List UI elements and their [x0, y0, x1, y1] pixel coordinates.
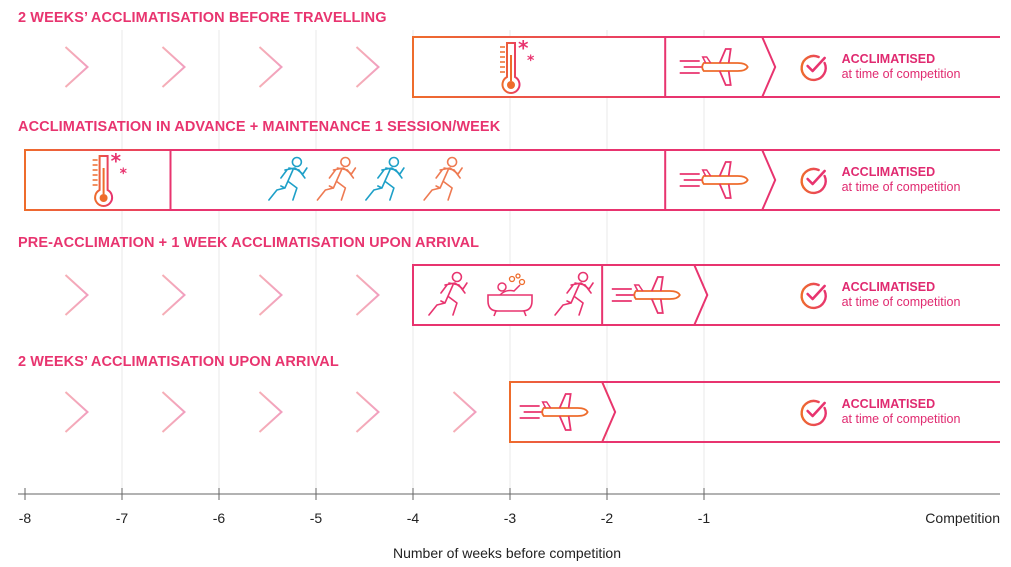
idle-week-chevron — [64, 274, 89, 316]
scenario-title: ACCLIMATISATION IN ADVANCE + MAINTENANCE… — [18, 119, 501, 135]
result-subtitle: at time of competition — [842, 67, 961, 81]
result-title: ACCLIMATISED — [842, 52, 936, 66]
bath-icon — [487, 273, 533, 317]
svg-text:*: * — [111, 149, 122, 173]
runner-icon — [365, 156, 405, 201]
phase-block — [509, 381, 617, 443]
result-band — [602, 381, 1000, 443]
scenario-row: 2 WEEKS’ ACCLIMATISATION BEFORE TRAVELLI… — [18, 10, 1000, 98]
airplane-icon — [679, 48, 749, 86]
idle-week-chevron — [258, 46, 283, 88]
tick-label: -4 — [407, 510, 420, 526]
runner-icon — [268, 156, 308, 201]
idle-week-chevron — [355, 46, 380, 88]
phase-block — [664, 36, 777, 98]
tick-label: -3 — [504, 510, 517, 526]
tick-label: -1 — [698, 510, 711, 526]
idle-week-chevron — [64, 391, 89, 433]
idle-week-chevron — [64, 46, 89, 88]
scenario-title: 2 WEEKS’ ACCLIMATISATION BEFORE TRAVELLI… — [18, 10, 387, 26]
scenario-title: 2 WEEKS’ ACCLIMATISATION UPON ARRIVAL — [18, 354, 339, 370]
phase-block — [169, 149, 680, 211]
phase-block — [412, 36, 680, 98]
airplane-icon — [679, 161, 749, 199]
runner-icon — [554, 271, 594, 316]
x-axis-title: Number of weeks before competition — [393, 545, 621, 561]
check-icon — [800, 167, 827, 195]
tick-label: -5 — [310, 510, 323, 526]
idle-week-chevron — [355, 274, 380, 316]
idle-week-chevron — [355, 391, 380, 433]
phase-block — [664, 149, 777, 211]
thermometer-icon: ** — [500, 36, 535, 94]
result-subtitle: at time of competition — [842, 295, 961, 309]
idle-week-chevron — [452, 391, 477, 433]
idle-week-chevron — [258, 391, 283, 433]
tick-label: Competition — [925, 510, 1000, 526]
runner-icon — [316, 156, 357, 201]
idle-week-chevron — [161, 391, 186, 433]
idle-week-chevron — [161, 274, 186, 316]
runner-icon — [428, 271, 468, 316]
scenario-row: PRE-ACCLIMATION + 1 WEEK ACCLIMATISATION… — [18, 235, 1000, 326]
check-icon — [800, 399, 827, 427]
result-subtitle: at time of competition — [842, 412, 961, 426]
result-title: ACCLIMATISED — [842, 165, 936, 179]
result-title: ACCLIMATISED — [842, 397, 936, 411]
svg-text:*: * — [527, 53, 535, 69]
scenario-rows: 2 WEEKS’ ACCLIMATISATION BEFORE TRAVELLI… — [18, 10, 1000, 443]
airplane-icon — [611, 276, 681, 314]
check-icon — [800, 54, 827, 82]
scenario-row: ACCLIMATISATION IN ADVANCE + MAINTENANCE… — [18, 119, 1000, 211]
idle-week-chevron — [258, 274, 283, 316]
result-band — [762, 149, 1000, 211]
check-icon — [800, 282, 827, 310]
x-axis: Number of weeks before competition -8 -7 -… — [18, 488, 1000, 561]
thermometer-icon: ** — [92, 149, 128, 207]
tick-label: -7 — [116, 510, 129, 526]
tick-label: -6 — [213, 510, 226, 526]
phase-block — [601, 264, 709, 326]
result-subtitle: at time of competition — [842, 180, 961, 194]
tick-label: -2 — [601, 510, 614, 526]
result-band — [762, 36, 1000, 98]
runner-icon — [423, 156, 463, 201]
idle-week-chevron — [161, 46, 186, 88]
scenario-row: 2 WEEKS’ ACCLIMATISATION UPON ARRIVAL ACC… — [18, 354, 1000, 443]
airplane-icon — [519, 393, 589, 431]
result-title: ACCLIMATISED — [842, 280, 936, 294]
result-band — [694, 264, 1000, 326]
grid-lines — [121, 30, 705, 494]
svg-text:*: * — [120, 166, 128, 182]
svg-text:*: * — [518, 36, 529, 60]
tick-label: -8 — [19, 510, 32, 526]
scenario-title: PRE-ACCLIMATION + 1 WEEK ACCLIMATISATION… — [18, 235, 479, 251]
